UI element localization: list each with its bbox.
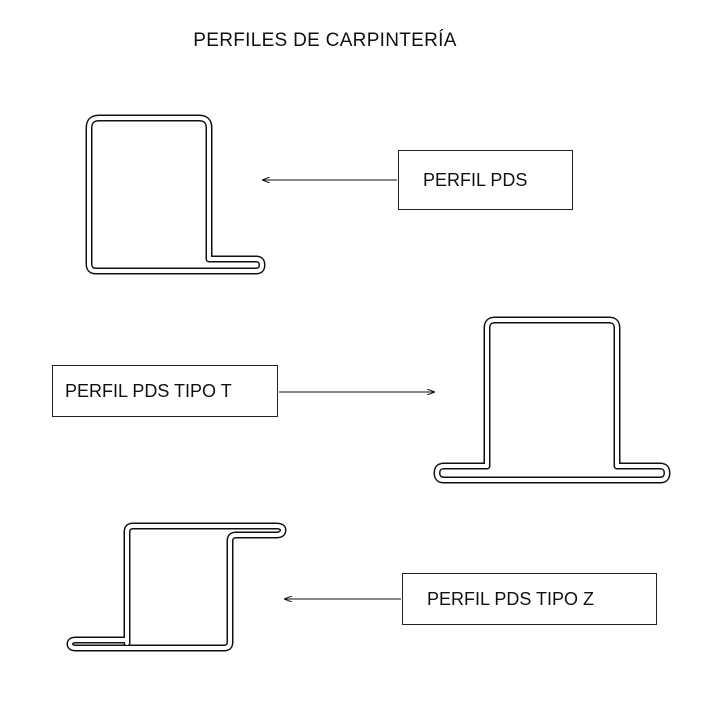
profile-tipo-z-shape bbox=[66, 522, 287, 652]
label-perfil-pds-tipo-z-text: PERFIL PDS TIPO Z bbox=[427, 588, 595, 609]
label-perfil-pds: PERFIL PDS bbox=[398, 150, 573, 210]
label-perfil-pds-tipo-t: PERFIL PDS TIPO T bbox=[52, 365, 278, 417]
label-perfil-pds-text: PERFIL PDS bbox=[423, 169, 528, 190]
label-perfil-pds-tipo-t-text: PERFIL PDS TIPO T bbox=[65, 380, 232, 401]
profile-tipo-t-shape bbox=[433, 316, 671, 484]
diagram-title: PERFILES DE CARPINTERÍA bbox=[193, 30, 457, 51]
profile-pds-shape bbox=[85, 114, 266, 275]
label-perfil-pds-tipo-z: PERFIL PDS TIPO Z bbox=[402, 573, 657, 625]
